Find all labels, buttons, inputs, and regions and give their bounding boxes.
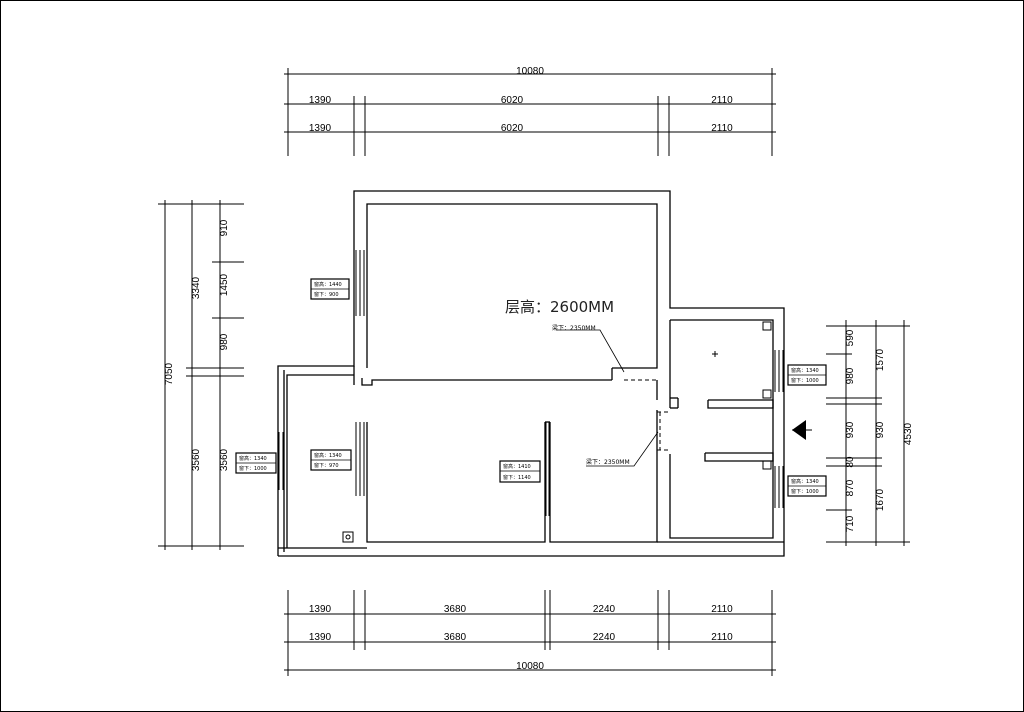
dim-top-r2-b: 6020 <box>501 123 524 134</box>
window-tag-5-line1: 窗高：1410 <box>503 463 531 470</box>
window-tag-1-line1: 窗高：1440 <box>314 281 342 288</box>
walls <box>277 190 785 557</box>
dim-left-inner-d: 3560 <box>219 448 230 471</box>
bottom-dimensions <box>284 590 776 676</box>
beam-note: 梁下：2350MM <box>552 324 596 332</box>
dim-top-total: 10080 <box>516 66 544 77</box>
dim-top-r2-c: 2110 <box>711 123 733 134</box>
window-tag-5-line2: 窗下：1140 <box>503 474 531 481</box>
window-tag-5: 窗高：1410 窗下：1140 <box>499 460 541 483</box>
left-dimensions <box>158 200 244 550</box>
dim-bot-r1-c: 2240 <box>593 604 616 615</box>
dim-right-inner-b: 980 <box>845 367 856 384</box>
top-dimensions <box>284 68 776 156</box>
dim-bot-r2-a: 1390 <box>309 632 332 643</box>
fixtures <box>342 321 772 543</box>
window-tag-2-line2: 窗下：1000 <box>791 377 819 384</box>
dim-top-r1-c: 2110 <box>711 95 733 106</box>
window-tag-1-line2: 窗下：900 <box>314 291 339 298</box>
dim-right-mid-b: 930 <box>875 421 886 438</box>
window-tag-3: 窗高：1340 窗下：1000 <box>235 452 277 474</box>
leader-lines <box>556 329 659 467</box>
dim-right-inner-a: 590 <box>845 329 856 346</box>
dim-right-inner-d: 80 <box>845 456 856 468</box>
dim-top-r2-a: 1390 <box>309 123 332 134</box>
dim-bot-r2-c: 2240 <box>593 632 616 643</box>
beam-note-2: 梁下：2350MM <box>586 458 630 466</box>
dim-left-inner-c: 980 <box>219 333 230 350</box>
dim-right-outer: 4530 <box>903 422 914 445</box>
window-tag-6-line2: 窗下：1000 <box>791 488 819 495</box>
window-tag-1: 窗高：1440 窗下：900 <box>310 278 350 300</box>
window-tag-6-line1: 窗高：1340 <box>791 478 819 485</box>
window-tag-3-line2: 窗下：1000 <box>239 465 267 472</box>
dim-left-outer-a: 3340 <box>191 276 202 299</box>
window-tag-2-line1: 窗高：1340 <box>791 367 819 374</box>
window-tag-4-line1: 窗高：1340 <box>314 452 342 459</box>
window-tag-3-line1: 窗高：1340 <box>239 455 267 462</box>
dim-bot-r2-b: 3680 <box>444 632 467 643</box>
dim-right-inner-e: 870 <box>845 479 856 496</box>
dim-bot-r2-d: 2110 <box>711 632 733 643</box>
dim-bot-r1-b: 3680 <box>444 604 467 615</box>
dim-left-total: 7050 <box>164 362 175 385</box>
window-tag-6: 窗高：1340 窗下：1000 <box>787 475 827 497</box>
window-tag-4: 窗高：1340 窗下：970 <box>310 449 352 471</box>
dim-top-r1-b: 6020 <box>501 95 524 106</box>
window-tag-4-line2: 窗下：970 <box>314 462 339 469</box>
dim-bot-r1-a: 1390 <box>309 604 332 615</box>
dim-left-outer-b: 3560 <box>191 448 202 471</box>
window-marks <box>278 250 784 516</box>
door-openings <box>624 367 670 451</box>
dim-left-inner-a: 910 <box>219 219 230 236</box>
floor-height-label: 层高：2600MM <box>505 298 614 316</box>
dim-right-inner-f: 710 <box>845 515 856 532</box>
window-tag-2: 窗高：1340 窗下：1000 <box>787 364 827 386</box>
dim-right-mid-c: 1670 <box>875 488 886 511</box>
dim-top-r1-a: 1390 <box>309 95 332 106</box>
dim-left-inner-b: 1450 <box>219 273 230 296</box>
right-dimensions <box>826 320 910 546</box>
dim-right-mid-a: 1570 <box>875 348 886 371</box>
dim-right-inner-c: 930 <box>845 421 856 438</box>
dim-bot-r1-d: 2110 <box>711 604 733 615</box>
dim-bot-total: 10080 <box>516 661 544 672</box>
